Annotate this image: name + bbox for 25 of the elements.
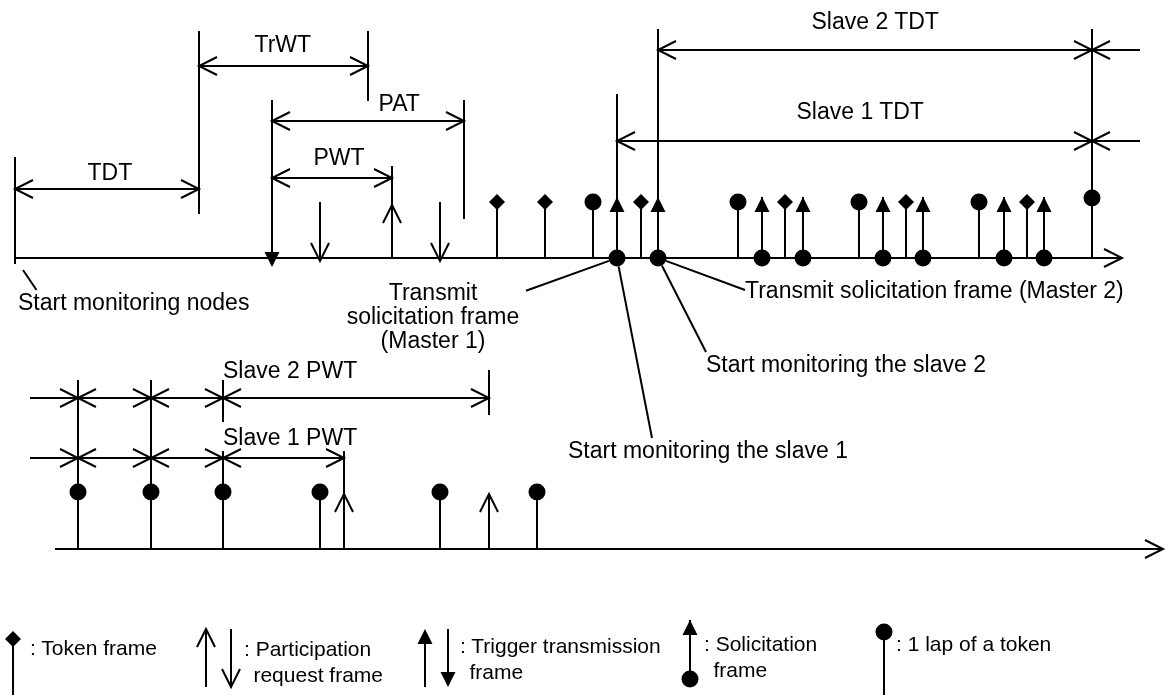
leader-line <box>660 264 707 353</box>
dimension-label: TrWT <box>254 32 312 56</box>
solicitation-dot <box>649 249 667 267</box>
dimension-label: Slave 2 PWT <box>223 358 358 382</box>
legend-text: : Solicitation frame <box>704 631 819 683</box>
legend-text: : Token frame <box>30 635 158 661</box>
dimension-label: Slave 1 TDT <box>796 99 924 123</box>
leader-line <box>525 259 610 292</box>
dimension-label: TDT <box>87 160 133 184</box>
leader-line <box>617 265 653 439</box>
annotation-text: Start monitoring the slave 2 <box>706 352 986 376</box>
legend-text: : Trigger transmission frame <box>460 633 662 685</box>
dimension-label: Slave 2 TDT <box>811 9 939 33</box>
annotation-text: Start monitoring the slave 1 <box>568 438 848 462</box>
leader-line <box>665 259 746 291</box>
annotation-text: Start monitoring nodes <box>18 290 250 314</box>
annotation-text: Transmit solicitation frame (Master 2) <box>745 278 1124 302</box>
leader-line <box>22 269 38 291</box>
legend-text: : 1 lap of a token <box>896 631 1053 657</box>
dimension-label: PWT <box>313 145 365 169</box>
solicitation-dot <box>608 249 626 267</box>
legend-text: : Participation request frame <box>244 636 384 688</box>
dimension-label: Slave 1 PWT <box>223 425 358 449</box>
annotation-text: Transmit solicitation frame (Master 1) <box>345 280 521 352</box>
dimension-label: PAT <box>378 91 420 115</box>
